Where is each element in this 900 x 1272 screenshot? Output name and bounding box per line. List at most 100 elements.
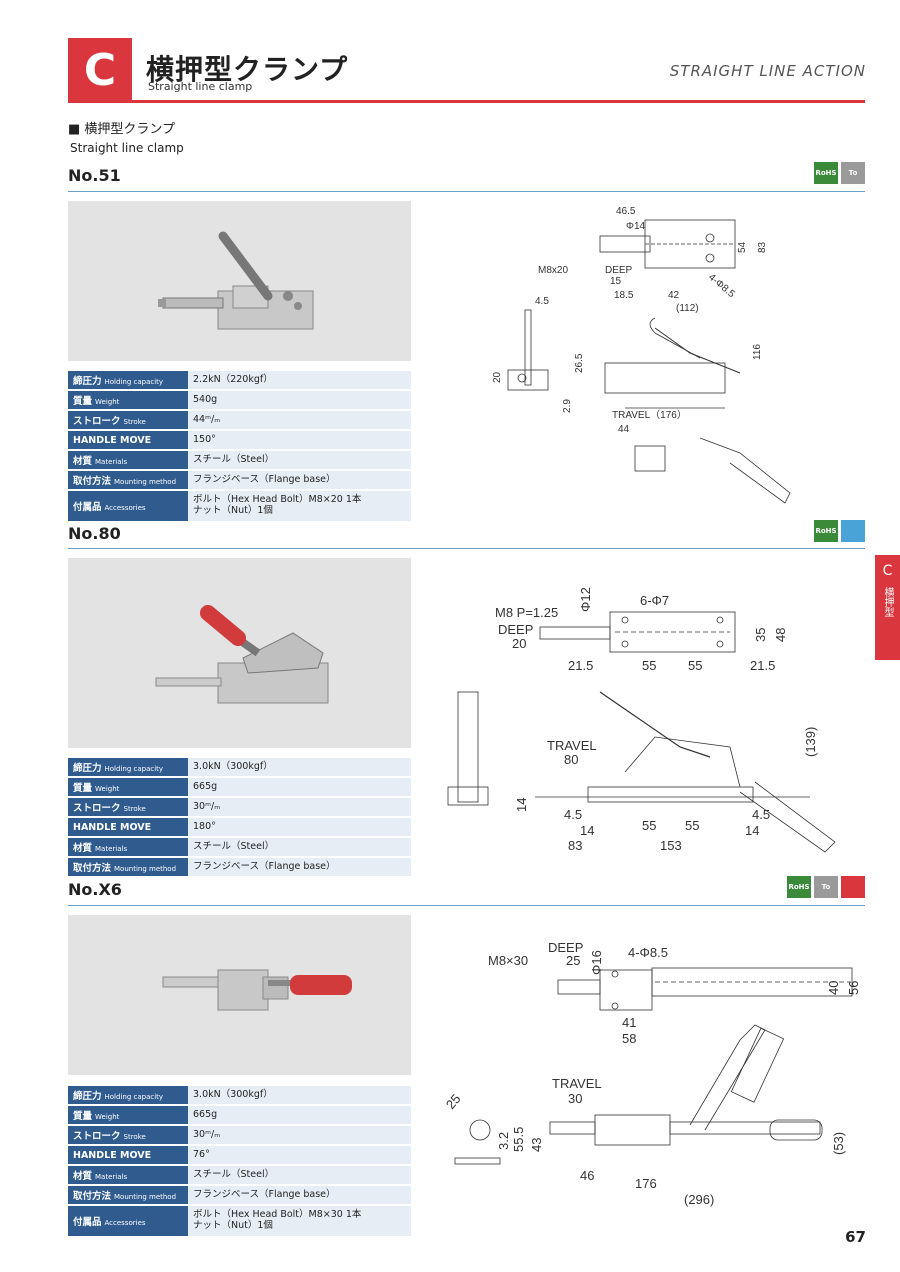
- side-tab-label: 横押型: [882, 587, 893, 617]
- header-divider: [68, 100, 865, 103]
- section-title-en: Straight line clamp: [70, 141, 184, 155]
- dim-label: Φ12: [578, 587, 593, 612]
- model-divider: [68, 905, 865, 906]
- product-photo-51: [68, 201, 411, 361]
- dim-label: 21.5: [568, 658, 593, 673]
- dim-label: 20: [492, 371, 503, 383]
- dim-label: 153: [660, 838, 682, 853]
- dim-label: 44: [618, 424, 630, 435]
- dim-label: 3.2: [496, 1132, 511, 1150]
- dim-label: 25: [566, 953, 580, 968]
- section-heading: ■ 横押型クランプ Straight line clamp: [68, 118, 184, 155]
- drawing-51: 46.5 Φ14 M8x20 DEEP 15 18.5 42 4-Φ8.5 54…: [440, 198, 860, 513]
- dim-label: 14: [745, 823, 759, 838]
- model-divider: [68, 548, 865, 549]
- dim-label: 55: [688, 658, 702, 673]
- dim-label: 2.9: [562, 399, 573, 413]
- dim-label: (112): [676, 303, 699, 314]
- dim-label: 15: [610, 276, 622, 287]
- dim-label: 30: [568, 1091, 582, 1106]
- page-title: 横押型クランプ: [146, 53, 349, 86]
- dim-label: 55: [642, 818, 656, 833]
- dim-label: 14: [580, 823, 594, 838]
- rohs-icon: RoHS: [814, 520, 838, 542]
- page-subtitle: Straight line clamp: [148, 80, 253, 93]
- to-icon: To: [814, 876, 838, 898]
- product-photo-x6: [68, 915, 411, 1075]
- dim-label: 26.5: [574, 353, 585, 373]
- dim-label: 43: [529, 1138, 544, 1152]
- model-title-80: No.80: [68, 524, 121, 543]
- dim-label: 41: [622, 1015, 636, 1030]
- dim-label: 55.5: [511, 1127, 526, 1152]
- dim-label: 4-Φ8.5: [628, 945, 668, 960]
- side-tab-letter: C: [882, 563, 893, 579]
- side-index-tab[interactable]: C 横押型: [875, 555, 900, 660]
- dim-label: 4.5: [535, 296, 549, 307]
- dim-label: M8x20: [538, 265, 568, 276]
- dim-label: 55: [685, 818, 699, 833]
- dim-label: 18.5: [614, 290, 634, 301]
- drawing-80: Φ12 6-Φ7 M8 P=1.25 DEEP 20 21.5 55 55 21…: [440, 572, 860, 867]
- dim-label: DEEP: [498, 622, 533, 637]
- dim-label: 83: [568, 838, 582, 853]
- dim-label: (296): [684, 1192, 714, 1207]
- model-title-51: No.51: [68, 166, 121, 185]
- dim-label: 4.5: [752, 807, 770, 822]
- dim-label: 83: [757, 241, 768, 253]
- dim-label: M8 P=1.25: [495, 605, 558, 620]
- dim-label: 116: [752, 344, 763, 360]
- to-icon: To: [841, 162, 865, 184]
- dim-label: 6-Φ7: [640, 593, 669, 608]
- model-title-x6: No.X6: [68, 880, 122, 899]
- dim-label: 4.5: [564, 807, 582, 822]
- dim-label: DEEP: [605, 265, 633, 276]
- product-photo-80: [68, 558, 411, 748]
- badge-group-51: RoHS To: [814, 162, 865, 184]
- section-title: ■ 横押型クランプ: [68, 122, 176, 137]
- dim-label: (53): [831, 1132, 846, 1155]
- dim-label: 46: [580, 1168, 594, 1183]
- model-divider: [68, 191, 865, 192]
- dim-label: 4-Φ8.5: [706, 272, 737, 300]
- dim-label: Φ16: [589, 950, 604, 975]
- dim-label: 58: [622, 1031, 636, 1046]
- dim-label: 35: [753, 628, 768, 642]
- rohs-icon: RoHS: [787, 876, 811, 898]
- dim-label: TRAVEL: [547, 738, 597, 753]
- drawing-x6: DEEP 25 Φ16 4-Φ8.5 M8×30 40 56 41 58 TRA…: [440, 930, 860, 1215]
- badge-group-x6: RoHS To: [787, 876, 865, 898]
- dim-label: TRAVEL（176）: [612, 409, 687, 421]
- specialty-icon: [841, 876, 865, 898]
- dim-label: 176: [635, 1176, 657, 1191]
- dim-label: DEEP: [548, 940, 583, 955]
- dim-label: 54: [737, 241, 748, 253]
- category-label: STRAIGHT LINE ACTION: [669, 62, 866, 80]
- dim-label: 80: [564, 752, 578, 767]
- dim-label: 46.5: [616, 206, 636, 217]
- dim-label: 14: [514, 798, 529, 812]
- dim-label: M8×30: [488, 953, 528, 968]
- dim-label: 48: [773, 628, 788, 642]
